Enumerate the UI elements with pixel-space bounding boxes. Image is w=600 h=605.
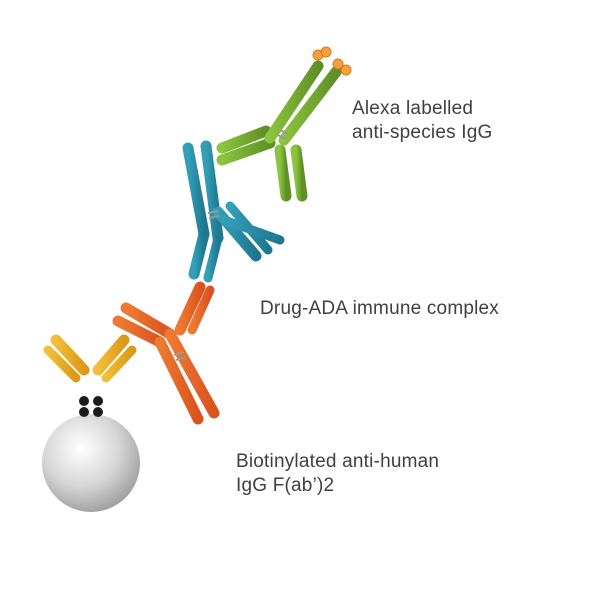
drug-ada-label: Drug-ADA immune complex [260,297,499,321]
alexa-label-line-2: anti-species IgG [352,121,493,145]
alexa-antibody-label: Alexa labelled anti-species IgG [352,97,493,145]
biotin-antibody-label: Biotinylated anti-human IgG F(ab’)2 [236,450,439,498]
bead [42,414,140,512]
alexa-label-line-1: Alexa labelled [352,97,493,121]
ada-antibody [188,146,280,278]
biotin-label-line-2: IgG F(ab’)2 [236,474,439,498]
alexa-antibody [222,66,336,196]
biotin-label-line-1: Biotinylated anti-human [236,450,439,474]
drug-ada-label-text: Drug-ADA immune complex [260,297,499,321]
capture-fab2-antibody [48,340,132,395]
